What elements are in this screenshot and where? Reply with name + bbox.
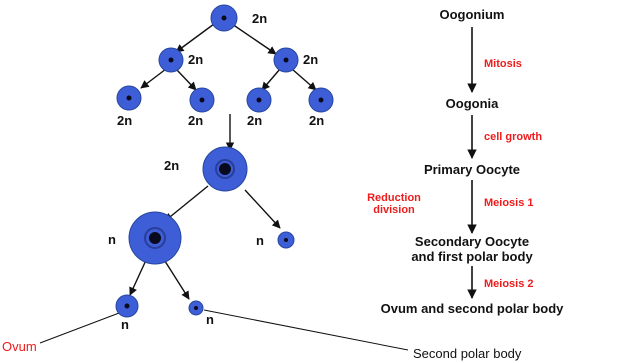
cell-gen2-left <box>158 47 184 73</box>
ploidy-gen3-3: 2n <box>247 113 262 128</box>
cell-first-polar-body <box>277 231 295 249</box>
cell-gen3-1 <box>116 85 142 111</box>
arrow-secondary-polar2 <box>162 257 190 300</box>
ploidy-ovum: n <box>121 317 129 332</box>
flow-processes: Mitosis cell growth Meiosis 1 Meiosis 2 … <box>367 58 542 290</box>
process-meiosis-2: Meiosis 2 <box>484 278 534 290</box>
ploidy-gen3-2: 2n <box>188 113 203 128</box>
second-polar-body-caption: Second polar body <box>413 346 522 361</box>
arrow-root-left <box>175 23 215 53</box>
cell-oogonium <box>210 4 238 32</box>
arrow-l-lr <box>175 68 197 91</box>
arrow-primary-polar1 <box>244 189 281 229</box>
arrow-l-ll <box>140 68 167 89</box>
arrow-secondary-ovum <box>129 257 148 296</box>
stage-secondary-oocyte: Secondary Oocyte <box>415 234 529 249</box>
process-meiosis-1: Meiosis 1 <box>484 197 534 209</box>
arrow-primary-secondary <box>164 185 209 222</box>
cell-gen3-3 <box>246 87 272 113</box>
process-reduction: Reduction <box>367 192 421 204</box>
ploidy-second-polar-body: n <box>206 312 214 327</box>
ploidy-first-polar-body: n <box>256 233 264 248</box>
ploidy-oogonium: 2n <box>252 11 267 26</box>
ploidy-gen3-4: 2n <box>309 113 324 128</box>
cell-second-polar-body <box>188 300 204 316</box>
cells <box>115 4 334 318</box>
cell-gen3-4 <box>308 87 334 113</box>
cell-primary-oocyte <box>202 146 248 192</box>
ovum-pointer-line <box>39 309 128 344</box>
flow-stages: Oogonium Oogonia Primary Oocyte Secondar… <box>381 7 565 316</box>
ploidy-labels: 2n 2n 2n 2n 2n 2n 2n 2n n n n n <box>108 11 324 332</box>
ploidy-secondary-oocyte: n <box>108 232 116 247</box>
polar-body-pointer-line <box>203 309 409 351</box>
arrow-r-rr <box>291 68 317 91</box>
ploidy-gen2-left: 2n <box>188 52 203 67</box>
process-cell-growth: cell growth <box>484 131 542 143</box>
stage-oogonium: Oogonium <box>440 7 505 22</box>
caption-pointers <box>39 309 409 351</box>
cell-ovum <box>115 294 139 318</box>
ovum-caption: Ovum <box>2 339 37 354</box>
process-division: division <box>373 204 415 216</box>
stage-oogonia: Oogonia <box>446 96 499 111</box>
process-mitosis: Mitosis <box>484 58 522 70</box>
stage-ovum-second-polar-body: Ovum and second polar body <box>381 301 565 316</box>
cell-gen2-right <box>273 47 299 73</box>
ploidy-gen2-right: 2n <box>303 52 318 67</box>
stage-first-polar-body: and first polar body <box>411 249 533 264</box>
ploidy-primary-oocyte: 2n <box>164 158 179 173</box>
cell-gen3-2 <box>189 87 215 113</box>
stage-primary-oocyte: Primary Oocyte <box>424 162 520 177</box>
ploidy-gen3-1: 2n <box>117 113 132 128</box>
arrow-r-rl <box>261 68 281 91</box>
tree-arrows <box>129 23 317 300</box>
cell-secondary-oocyte <box>128 211 182 265</box>
arrow-root-right <box>231 23 277 55</box>
